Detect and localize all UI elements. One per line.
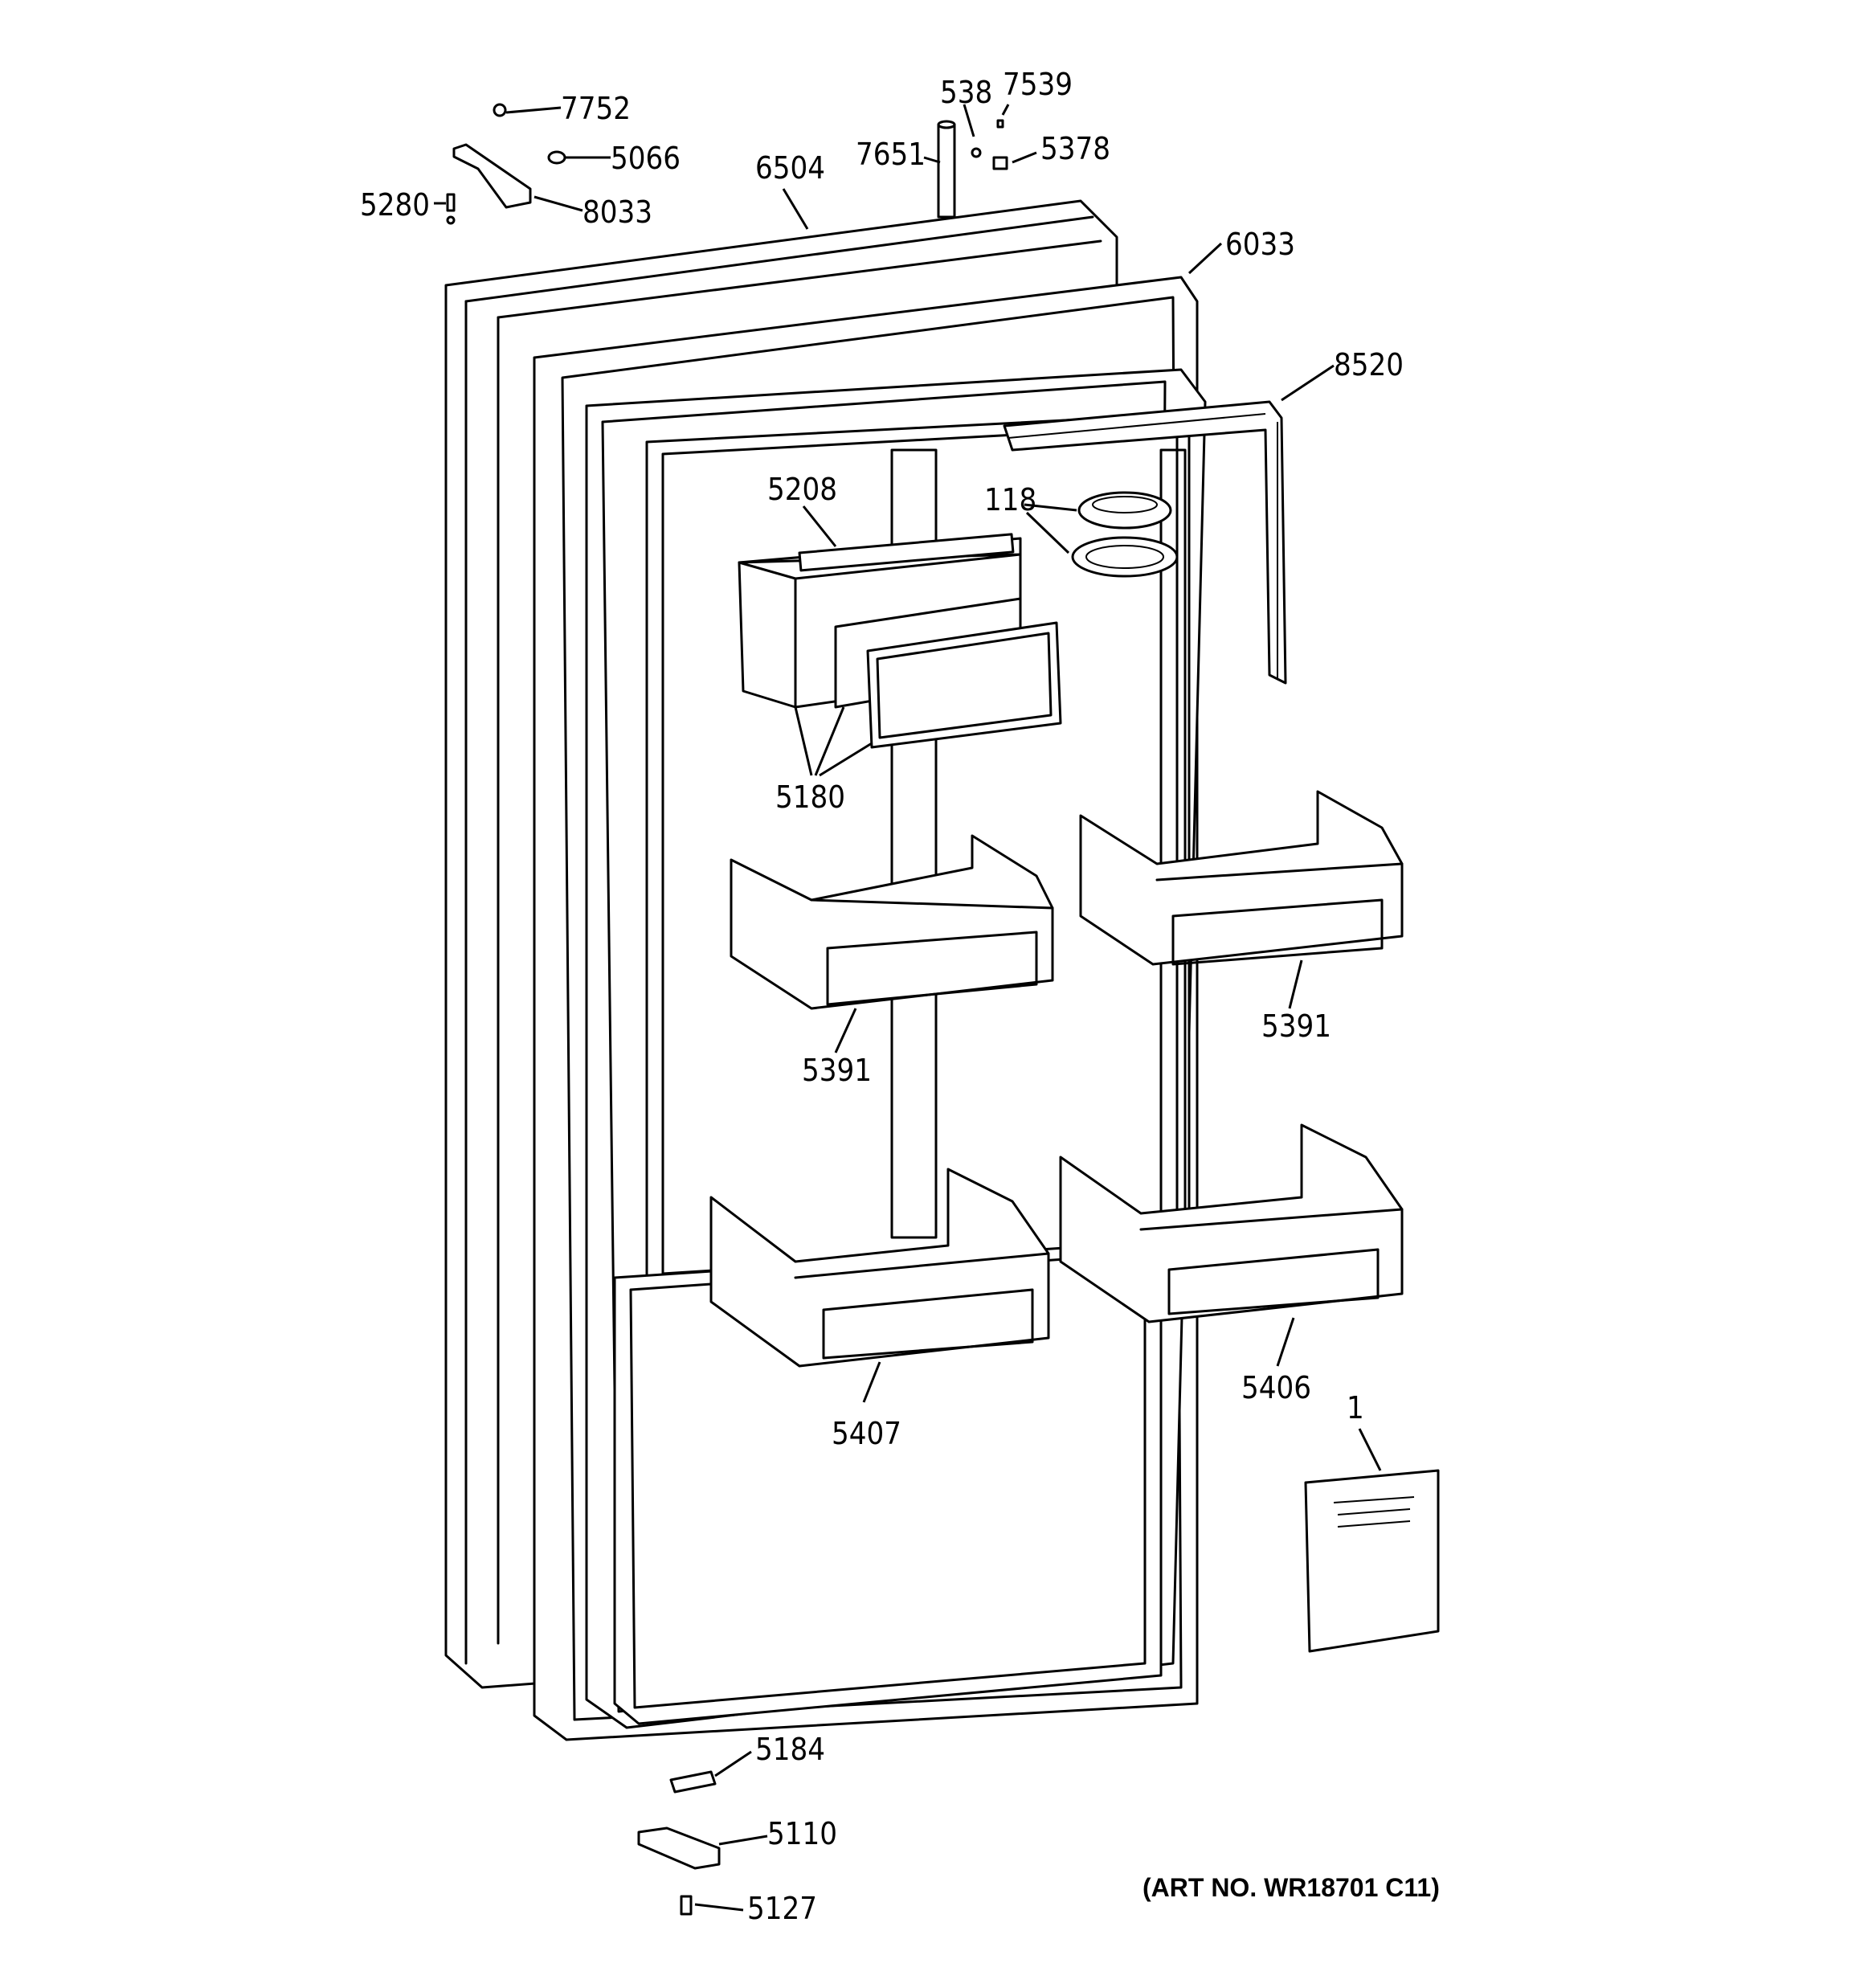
label-8033: 8033 <box>582 194 652 230</box>
owners-manual-1 <box>1304 1469 1440 1653</box>
label-7651: 7651 <box>856 137 926 172</box>
label-538: 538 <box>940 75 992 110</box>
label-1: 1 <box>1347 1390 1364 1426</box>
label-5391-right: 5391 <box>1261 1008 1331 1044</box>
dairy-door-parts-118 <box>1071 491 1179 578</box>
label-5391-left: 5391 <box>802 1053 872 1088</box>
label-7752: 7752 <box>561 91 631 126</box>
door-shelf-5406 <box>1059 1123 1404 1323</box>
label-118: 118 <box>984 482 1036 517</box>
label-5180: 5180 <box>775 779 845 815</box>
label-5378: 5378 <box>1040 131 1110 166</box>
door-shelf-5391-right <box>1079 790 1404 966</box>
door-shelf-5407 <box>709 1168 1050 1368</box>
art-number: (ART NO. WR18701 C11) <box>1143 1873 1440 1902</box>
label-5110: 5110 <box>767 1816 837 1851</box>
label-8520: 8520 <box>1334 347 1404 382</box>
door-shelf-5391-left <box>730 834 1054 1010</box>
label-5406: 5406 <box>1241 1370 1311 1405</box>
bottom-hinge-hardware <box>637 1770 721 1916</box>
label-5407: 5407 <box>832 1416 901 1451</box>
label-5280: 5280 <box>360 187 430 223</box>
door-gasket-8520 <box>1003 400 1287 685</box>
label-7539: 7539 <box>1003 67 1073 102</box>
top-hinge-hardware <box>446 103 566 225</box>
leader-lines <box>434 104 1382 1912</box>
label-5127: 5127 <box>747 1891 817 1926</box>
label-6033: 6033 <box>1225 227 1295 262</box>
dairy-door-5180 <box>834 597 1062 749</box>
label-5208: 5208 <box>767 472 837 507</box>
part-labels: 7752 5066 5280 8033 6504 7651 538 7539 5… <box>360 67 1404 1926</box>
top-hinge-pin-7651 <box>937 119 1008 219</box>
label-5066: 5066 <box>611 141 681 176</box>
label-6504: 6504 <box>755 150 825 186</box>
label-5184: 5184 <box>755 1732 825 1767</box>
